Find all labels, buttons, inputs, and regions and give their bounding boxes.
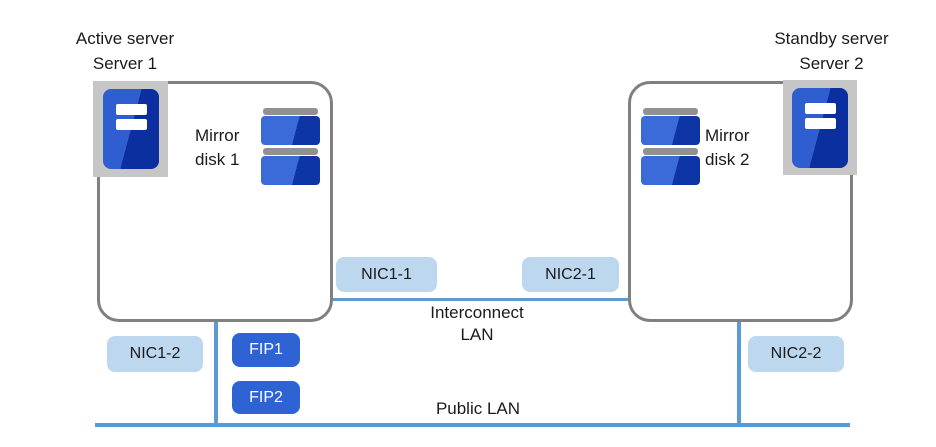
tower-slot-icon bbox=[115, 119, 147, 130]
server1-name-label: Server 1 bbox=[92, 54, 158, 73]
nic1-1-badge: NIC1-1 bbox=[336, 257, 437, 292]
public-lan-line bbox=[95, 423, 850, 427]
public-lan-label: Public LAN bbox=[435, 399, 521, 418]
server2-public-lan-connector bbox=[737, 322, 741, 423]
tower-slot-icon bbox=[805, 117, 836, 129]
interconnect-lan-label: Interconnect LAN bbox=[430, 303, 524, 344]
disk-icon bbox=[261, 148, 320, 185]
server1-public-lan-connector bbox=[214, 322, 218, 423]
server2-name-label: Server 2 bbox=[799, 54, 864, 73]
disk-cap bbox=[263, 108, 318, 115]
fip2-badge: FIP2 bbox=[232, 381, 300, 414]
nic2-1-badge: NIC2-1 bbox=[522, 257, 619, 292]
disk-icon bbox=[641, 148, 700, 185]
mirror-disk1-label: Mirror disk 1 bbox=[195, 126, 240, 169]
disk-cap bbox=[643, 148, 698, 155]
fip1-badge: FIP1 bbox=[232, 333, 300, 367]
server1-title: Active server Server 1 bbox=[40, 26, 210, 76]
disk-cap bbox=[263, 148, 318, 155]
server2-tower-icon bbox=[783, 80, 857, 175]
server1-role-label: Active server bbox=[75, 29, 175, 48]
tower-slot-icon bbox=[805, 102, 836, 114]
tower-icon bbox=[792, 87, 848, 168]
nic2-2-badge: NIC2-2 bbox=[748, 336, 844, 372]
disk-cap bbox=[643, 108, 698, 115]
server1-tower-icon bbox=[93, 81, 168, 177]
server2-role-label: Standby server bbox=[774, 29, 889, 48]
interconnect-lan-line bbox=[333, 298, 628, 301]
nic1-2-badge: NIC1-2 bbox=[107, 336, 203, 372]
disk-platter bbox=[641, 116, 700, 145]
disk-platter bbox=[261, 116, 320, 145]
disk-icon bbox=[261, 108, 320, 145]
tower-slot-icon bbox=[115, 104, 147, 115]
server2-title: Standby server Server 2 bbox=[746, 26, 917, 76]
mirror-disk2-label: Mirror disk 2 bbox=[705, 126, 750, 169]
disk-platter bbox=[261, 156, 320, 185]
tower-icon bbox=[102, 89, 159, 169]
mirror-disk2-icon bbox=[641, 108, 700, 188]
disk-icon bbox=[641, 108, 700, 145]
mirror-disk1-icon bbox=[261, 108, 320, 188]
disk-platter bbox=[641, 156, 700, 185]
